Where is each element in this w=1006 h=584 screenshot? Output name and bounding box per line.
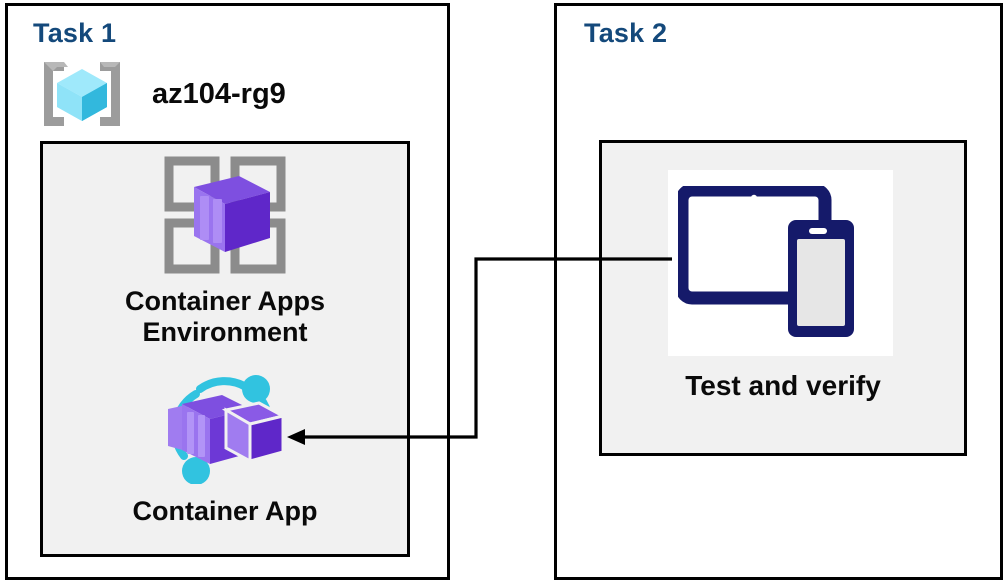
resource-group-label: az104-rg9 [152, 77, 286, 110]
resource-group-icon [34, 58, 130, 130]
container-apps-environment-icon [160, 152, 290, 278]
container-app-icon [160, 372, 295, 484]
test-and-verify-icon-backdrop [668, 170, 893, 356]
task-2-title: Task 2 [584, 18, 668, 48]
container-app-label: Container App [132, 496, 318, 526]
test-and-verify-devices-icon [678, 186, 883, 341]
resource-group-row: az104-rg9 [34, 58, 286, 130]
container-apps-environment-label: Container Apps Environment [124, 286, 325, 348]
test-and-verify-label: Test and verify [685, 370, 881, 401]
task-1-title: Task 1 [33, 18, 117, 48]
